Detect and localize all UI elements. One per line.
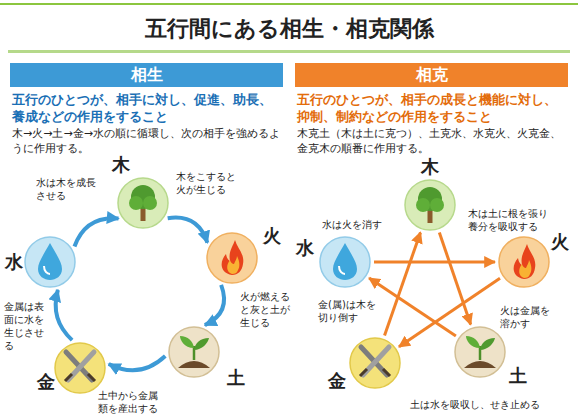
generating-arrow (74, 218, 118, 246)
controlling-arrow (399, 278, 500, 346)
element-circle: 木 (404, 179, 456, 231)
element-circle: 土 (168, 326, 220, 378)
description-text: 五行のひとつが、相手に対し、促進、助長、養成などの作用をすること (12, 91, 283, 125)
element-circle: 木 (117, 177, 169, 229)
relation-note: 火は金属を溶かす (500, 304, 556, 330)
element-name: 木 (111, 155, 131, 175)
relation-note: 水は火を消す (322, 218, 392, 231)
relation-note: 金属は表面に水を生じさせる (4, 300, 52, 352)
element-circle: 水 (24, 236, 76, 288)
element-circle: 金 (349, 337, 401, 389)
element-name: 土 (226, 368, 246, 388)
element-name: 火 (550, 232, 570, 252)
controlling-arrow (385, 232, 421, 335)
element-circle: 火 (206, 232, 258, 284)
element-name: 火 (262, 226, 282, 246)
description-text: 五行のひとつが、相手の成長と機能に対し、抑制、制約などの作用をすること (297, 91, 568, 125)
header-band: 相生 (10, 63, 283, 87)
diagram-title: 五行間にある相生・相克関係 (0, 14, 578, 44)
element-circle: 火 (498, 236, 550, 288)
element-name: 金 (36, 372, 56, 392)
element-name: 金 (327, 371, 347, 391)
controlling-arrow (439, 232, 470, 324)
generating-arrow (109, 356, 166, 370)
element-name: 木 (420, 157, 440, 177)
relation-note: 木をこすると火が生じる (176, 170, 244, 196)
description-text: 木克土（木は土に克つ）、土克水、水克火、火克金、金克木の順番に作用する。 (297, 126, 568, 156)
band-title: 相克 (416, 65, 448, 86)
relation-note: 金(属)は木を切り倒す (318, 298, 382, 324)
relation-note: 木は土に根を張り養分を吸収する (468, 207, 552, 233)
band-title: 相生 (131, 65, 163, 86)
header-band: 相克 (295, 63, 568, 87)
generating-arrow (205, 285, 224, 325)
relation-note: 火が燃えると灰と土が生じる (240, 290, 294, 329)
controlling-arrow (369, 278, 456, 336)
element-circle: 土 (454, 326, 506, 378)
generating-arrow (168, 218, 208, 243)
element-circle: 水 (319, 236, 371, 288)
element-name: 水 (4, 252, 24, 272)
description-text: 木→火→土→金→水の順に循環し、次の相手を強めるように作用する。 (12, 126, 283, 156)
relation-note: 水は木を成長させる (36, 176, 100, 202)
element-name: 水 (295, 238, 315, 258)
generating-arrow (56, 290, 72, 340)
relation-note: 土中から金属類を産出する (98, 389, 162, 415)
controlling-arrow (374, 261, 495, 264)
relation-note: 土は水を吸収し、せき止める (410, 398, 550, 411)
element-name: 土 (508, 366, 528, 386)
element-circle: 金 (54, 342, 106, 394)
